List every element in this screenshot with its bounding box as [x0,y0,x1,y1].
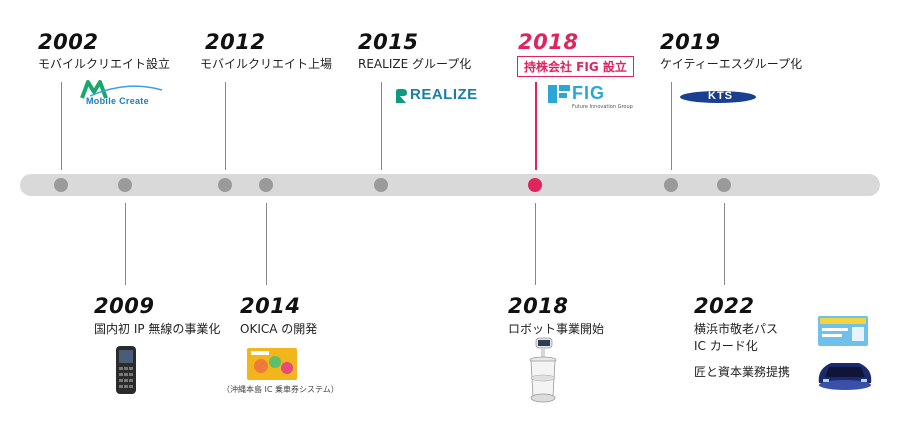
realize-logo: REALIZE [394,86,494,106]
connector-2018-robot [535,203,536,285]
connector-2014 [266,203,267,285]
fig-logo-subtext: Future Innovation Group [572,104,633,110]
fig-establish-badge: 持株会社 FIG 設立 [517,56,634,77]
fig-mark-icon [548,85,570,103]
fig-logo: FIG Future Innovation Group [548,82,633,112]
realize-mark-icon [396,89,407,103]
event-2022-line2: IC カード化 [694,339,758,353]
year-2012: 2012 [205,30,266,54]
timeline-dot-2015 [374,178,388,192]
kts-logo-text: KTS [708,90,733,102]
takumi-vehicle-image [815,355,875,397]
timeline-dot-2002 [54,178,68,192]
yokohama-pass-card-image [818,316,868,350]
event-2012-text: モバイルクリエイト上場 [200,57,333,71]
event-2002-text: モバイルクリエイト設立 [38,57,171,71]
connector-2009 [125,203,126,285]
connector-2012 [225,82,226,170]
year-2018-fig: 2018 [518,30,579,54]
event-2022-line3: 匠と資本業務提携 [694,365,791,379]
timeline-dot-2014 [259,178,273,192]
timeline-track [20,174,880,196]
connector-2022 [724,203,725,285]
year-2019: 2019 [660,30,721,54]
mobile-create-logo: Mobile Create [76,76,166,108]
connector-2015 [381,82,382,170]
timeline-dot-2022 [717,178,731,192]
okica-card-image [247,348,297,384]
timeline-dot-2009 [118,178,132,192]
timeline-dot-2018 [528,178,542,192]
event-2019-text: ケイティーエスグループ化 [660,57,803,71]
mobile-create-logo-text: Mobile Create [86,96,149,106]
ip-radio-handset-image [114,345,138,399]
year-2018-robot: 2018 [508,294,569,318]
realize-logo-text: REALIZE [410,86,478,103]
service-robot-image [526,336,560,408]
connector-2019 [671,82,672,170]
event-2014-note: （沖縄本島 IC 乗車券システム） [222,385,339,394]
mobile-create-mark-icon [80,80,163,99]
timeline-dot-2019 [664,178,678,192]
year-2015: 2015 [358,30,419,54]
year-2009: 2009 [94,294,155,318]
year-2014: 2014 [240,294,301,318]
event-2015-text: REALIZE グループ化 [358,57,472,71]
year-2022: 2022 [694,294,755,318]
timeline-dot-2012 [218,178,232,192]
kts-mark-icon [680,91,756,103]
connector-2002 [61,82,62,170]
event-2014-text: OKICA の開発 [240,322,318,336]
year-2002: 2002 [38,30,99,54]
fig-logo-text: FIG [572,83,605,103]
kts-logo: KTS [678,88,768,106]
event-2018-robot-text: ロボット事業開始 [508,322,605,336]
event-2009-text: 国内初 IP 無線の事業化 [94,322,221,336]
connector-2018-fig [535,82,537,170]
event-2022-line1: 横浜市敬老パス [694,322,779,336]
